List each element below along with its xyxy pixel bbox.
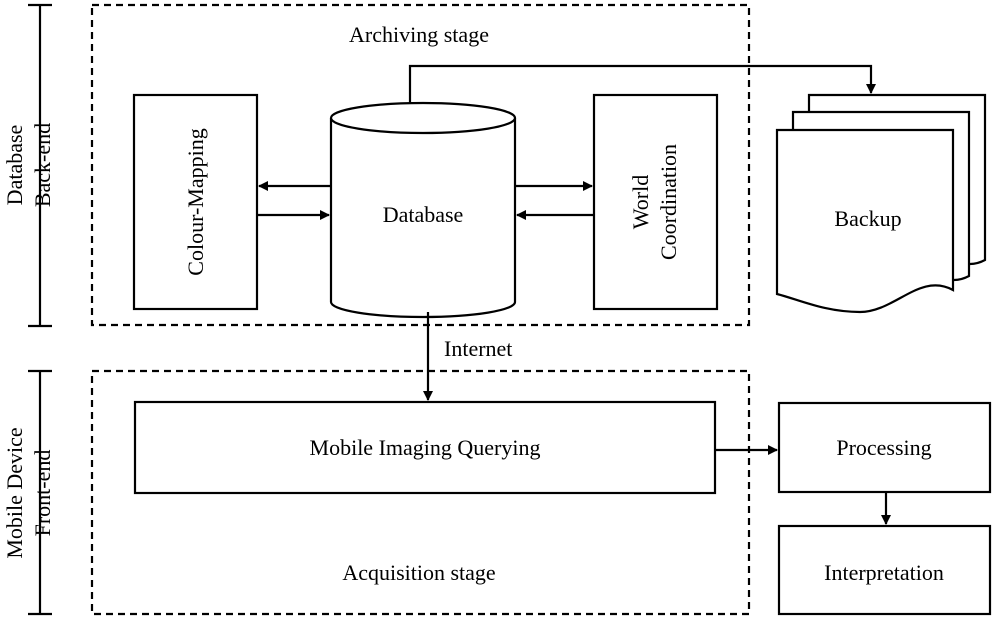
interpretation-box [777, 524, 992, 616]
processing-box [777, 401, 992, 494]
world-coordination-label-line2: Coordination [656, 144, 681, 260]
mobile-imaging-querying-box [133, 400, 717, 495]
database-cylinder [329, 101, 517, 319]
frontend-label-line2: Front-end [30, 450, 55, 537]
archiving-stage-container [90, 3, 751, 327]
arrow-db-to-backup [408, 64, 876, 103]
database-label: Database [383, 202, 464, 227]
frontend-bracket [28, 369, 52, 616]
backend-bracket [28, 3, 52, 328]
backup-document-stack [775, 93, 987, 314]
colour-mapping-box [132, 93, 259, 311]
interpretation-label: Interpretation [824, 560, 944, 585]
backend-label-line1: Database [2, 125, 27, 206]
frontend-label-line1: Mobile Device [2, 427, 27, 558]
backend-label-line2: Back-end [30, 123, 55, 207]
backup-label: Backup [834, 206, 901, 231]
processing-label: Processing [836, 435, 931, 460]
internet-label: Internet [444, 336, 512, 361]
acquisition-stage-container [90, 369, 751, 616]
acquisition-stage-label: Acquisition stage [342, 560, 495, 585]
mobile-imaging-querying-label: Mobile Imaging Querying [310, 435, 541, 460]
world-coordination-box [592, 93, 719, 311]
world-coordination-label-line1: World [628, 175, 653, 229]
archiving-stage-label: Archiving stage [349, 22, 489, 47]
colour-mapping-label: Colour-Mapping [183, 128, 208, 275]
